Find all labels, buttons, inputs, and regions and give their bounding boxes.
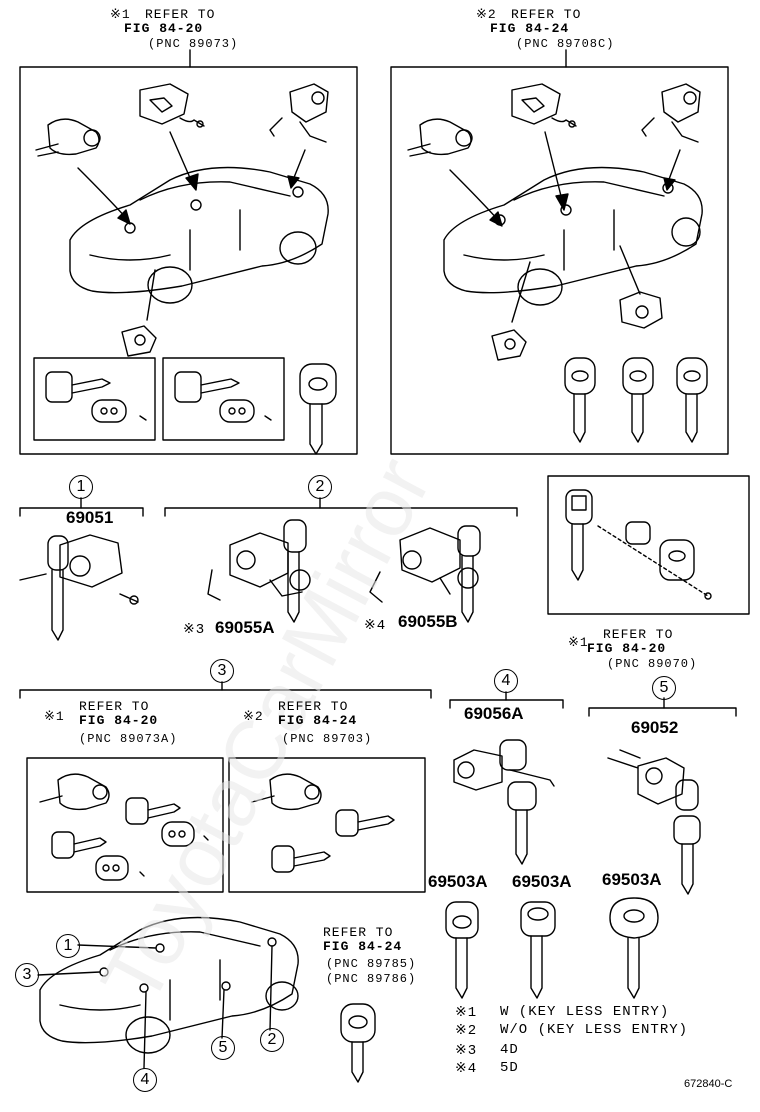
- car-callout-3[interactable]: 3: [15, 963, 39, 987]
- ignition-cylinder-icon: [121, 325, 157, 357]
- legend-mark-2: ※2: [455, 1023, 478, 1039]
- remote-key-kit-icon: [565, 489, 712, 600]
- part-69055B[interactable]: 69055B: [398, 612, 458, 631]
- ref-top-right-mark: ※2: [476, 7, 497, 22]
- car-callout-4[interactable]: 4: [133, 1068, 157, 1092]
- group-5-callout[interactable]: 5: [652, 676, 676, 700]
- back-door-lock-icon: [619, 291, 663, 329]
- ref-mid-right-mark: ※1: [568, 635, 589, 650]
- ref-sec3-left-line1: REFER TO: [79, 699, 150, 714]
- ref-top-left-pnc: (PNC 89073): [148, 37, 239, 51]
- part-69055A[interactable]: 69055A: [215, 618, 275, 637]
- ref-top-right-line2[interactable]: FIG 84-24: [490, 21, 570, 36]
- remote-kit-frame: [547, 475, 750, 615]
- ref-top-left-line1: REFER TO: [145, 7, 216, 22]
- part-69503A-1[interactable]: 69503A: [428, 872, 488, 891]
- car-callout-1[interactable]: 1: [56, 934, 80, 958]
- part-69503A-3[interactable]: 69503A: [602, 870, 662, 889]
- part-69055B-mark: ※4: [364, 618, 387, 634]
- ref-sec3-left-pnc: (PNC 89073A): [79, 732, 178, 746]
- door-lock-cylinder-icon-2: [407, 118, 473, 157]
- sec3-right-frame: [228, 757, 426, 893]
- sec3-right-parts-icon: [251, 773, 395, 873]
- key-set-icon-2: [174, 371, 272, 423]
- ignition-cylinder-icon-2: [491, 329, 527, 361]
- ref-sec3-right-line1: REFER TO: [278, 699, 349, 714]
- part-69052[interactable]: 69052: [631, 718, 679, 737]
- group-2-callout[interactable]: 2: [308, 475, 332, 499]
- sec3-left-parts-icon: [39, 773, 209, 881]
- key-subbox-1: [33, 357, 156, 441]
- key-69503A-3-icon: [609, 897, 659, 999]
- group-4-callout[interactable]: 4: [494, 669, 518, 693]
- legend-mark-4: ※4: [455, 1061, 478, 1077]
- part-69055A-mark: ※3: [183, 622, 206, 638]
- ref-bottom-pnc1: (PNC 89785): [326, 957, 417, 971]
- group-2-bracket: [164, 507, 518, 517]
- ref-sec3-left-line2[interactable]: FIG 84-20: [79, 713, 159, 728]
- key-89785-icon: [340, 1003, 376, 1083]
- lock-assembly-icon: [139, 83, 205, 128]
- key-set-icon-1: [45, 371, 147, 423]
- legend-text-4: 5D: [500, 1060, 519, 1076]
- part-69056A[interactable]: 69056A: [464, 704, 524, 723]
- transponder-key-icon-top-left: [299, 363, 337, 455]
- ref-top-right-line1: REFER TO: [511, 7, 582, 22]
- door-lock-cylinder-icon: [35, 118, 101, 157]
- ref-mid-right-line2[interactable]: FIG 84-20: [587, 641, 667, 656]
- ref-top-right-pnc: (PNC 89708C): [516, 37, 615, 51]
- car-illustration-callouts: [37, 916, 299, 1069]
- ref-bottom-pnc2: (PNC 89786): [326, 972, 417, 986]
- ref-mid-right-line1: REFER TO: [603, 627, 674, 642]
- lock-set-69055B-icon: [369, 525, 481, 623]
- ref-sec3-right-line2[interactable]: FIG 84-24: [278, 713, 358, 728]
- ref-top-left-line2[interactable]: FIG 84-20: [124, 21, 204, 36]
- group-5-bracket: [588, 707, 737, 717]
- top-right-frame: [390, 66, 729, 455]
- part-69503A-2[interactable]: 69503A: [512, 872, 572, 891]
- diagram-code: 672840-C: [684, 1078, 733, 1090]
- car-illustration-top-left: [69, 166, 329, 304]
- lock-set-69055A-icon: [207, 519, 311, 623]
- ref-bottom-line2[interactable]: FIG 84-24: [323, 939, 403, 954]
- legend-mark-3: ※3: [455, 1043, 478, 1059]
- ref-mid-right-pnc: (PNC 89070): [607, 657, 698, 671]
- legend-mark-1: ※1: [455, 1005, 478, 1021]
- key-subbox-2: [162, 357, 285, 441]
- lock-set-69056A-icon: [453, 739, 555, 865]
- lock-set-69052-icon: [607, 749, 701, 895]
- trunk-lock-icon: [269, 83, 329, 143]
- top-left-frame: [19, 66, 358, 455]
- ref-top-left-mark: ※1: [110, 7, 131, 22]
- car-callout-2[interactable]: 2: [260, 1028, 284, 1052]
- lock-set-69051-icon: [19, 534, 139, 641]
- ref-sec3-right-mark: ※2: [243, 709, 264, 724]
- sec3-left-frame: [26, 757, 224, 893]
- transponder-keys-top-right: [564, 357, 708, 443]
- ref-sec3-left-mark: ※1: [44, 709, 65, 724]
- car-illustration-top-right: [443, 166, 703, 323]
- group-3-callout[interactable]: 3: [210, 659, 234, 683]
- car-callout-5[interactable]: 5: [211, 1036, 235, 1060]
- part-69051[interactable]: 69051: [66, 508, 114, 527]
- ref-sec3-right-pnc: (PNC 89703): [282, 732, 373, 746]
- group-3-bracket: [19, 689, 432, 699]
- key-69503A-1-icon: [445, 901, 479, 999]
- trunk-lock-icon-2: [641, 83, 701, 143]
- legend-text-1: W (KEY LESS ENTRY): [500, 1004, 670, 1020]
- key-69503A-2-icon: [520, 901, 556, 999]
- legend-text-3: 4D: [500, 1042, 519, 1058]
- group-1-callout[interactable]: 1: [69, 475, 93, 499]
- legend-text-2: W/O (KEY LESS ENTRY): [500, 1022, 689, 1038]
- ref-bottom-line1: REFER TO: [323, 925, 394, 940]
- lock-assembly-icon-2: [511, 83, 577, 128]
